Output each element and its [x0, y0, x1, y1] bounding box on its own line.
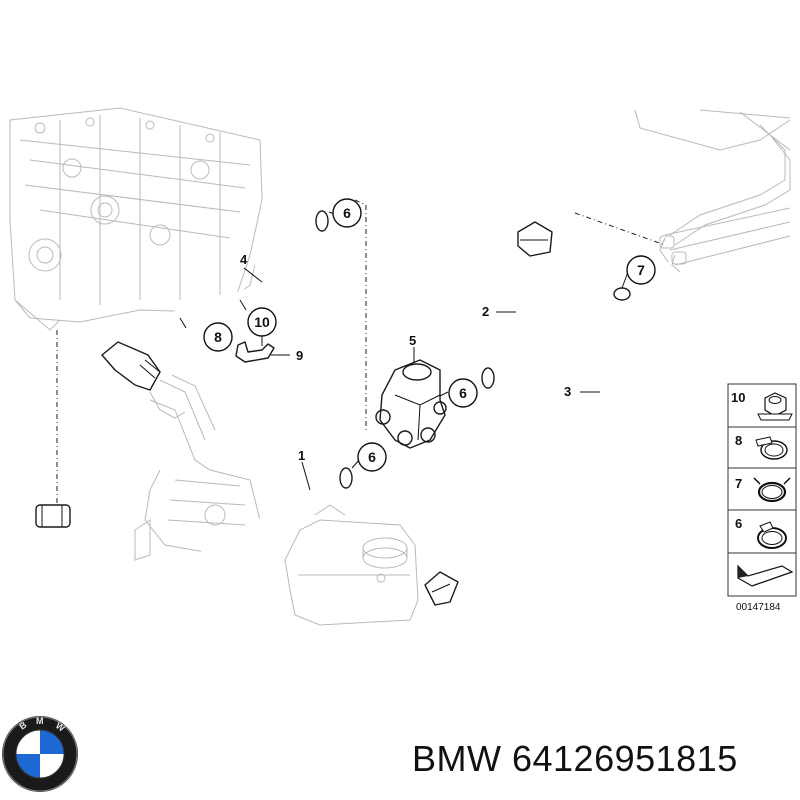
hose-1: [35, 467, 354, 609]
expansion-tank-background: [284, 504, 419, 626]
svg-text:M: M: [36, 716, 44, 726]
svg-text:10: 10: [254, 314, 270, 330]
callout-6-bottom: 6: [357, 442, 387, 472]
bmw-roundel-logo: B M W: [2, 716, 78, 792]
svg-text:B: B: [17, 719, 28, 731]
callout-7: 7: [626, 255, 656, 285]
svg-text:8: 8: [735, 433, 742, 448]
legend-row-7: 7: [735, 476, 791, 503]
callout-8: 8: [203, 322, 233, 352]
hose-clamp-icon: [755, 436, 788, 460]
callout-6-right: 6: [448, 378, 478, 408]
legend-row-8: 8: [735, 433, 788, 460]
svg-text:6: 6: [343, 205, 351, 221]
svg-text:6: 6: [368, 449, 376, 465]
hose-4: [101, 210, 334, 419]
parts-legend: 10 8 7 6: [727, 383, 797, 597]
callout-4: 4: [240, 252, 248, 267]
svg-text:6: 6: [459, 385, 467, 401]
valve-5: [375, 359, 447, 449]
brand-part-number: BMW 64126951815: [412, 738, 738, 779]
callout-2: 2: [482, 304, 489, 319]
svg-text:8: 8: [214, 329, 222, 345]
callout-6-top: 6: [332, 198, 362, 228]
legend-row-10: 10: [731, 390, 793, 421]
svg-text:10: 10: [731, 390, 745, 405]
bracket-9: [235, 341, 275, 363]
callout-9: 9: [296, 348, 303, 363]
direction-arrow-icon: [737, 564, 794, 587]
reference-lines: [56, 199, 666, 505]
diagram-code: 00147184: [736, 602, 781, 613]
engine-block-background: [9, 107, 263, 331]
spring-clamp-icon: [753, 477, 791, 503]
svg-text:6: 6: [735, 516, 742, 531]
svg-text:7: 7: [637, 262, 645, 278]
callout-3: 3: [564, 384, 571, 399]
svg-text:7: 7: [735, 476, 742, 491]
leader-lines: [243, 211, 629, 491]
callout-10: 10: [247, 307, 277, 337]
callout-1: 1: [298, 448, 305, 463]
radiator-pipes-background: [634, 109, 791, 273]
hose-2: [479, 221, 553, 389]
callout-5: 5: [409, 333, 416, 348]
hex-nut-icon: [757, 392, 793, 421]
legend-row-6: 6: [735, 516, 787, 549]
hose-clip-icon: [757, 521, 787, 549]
